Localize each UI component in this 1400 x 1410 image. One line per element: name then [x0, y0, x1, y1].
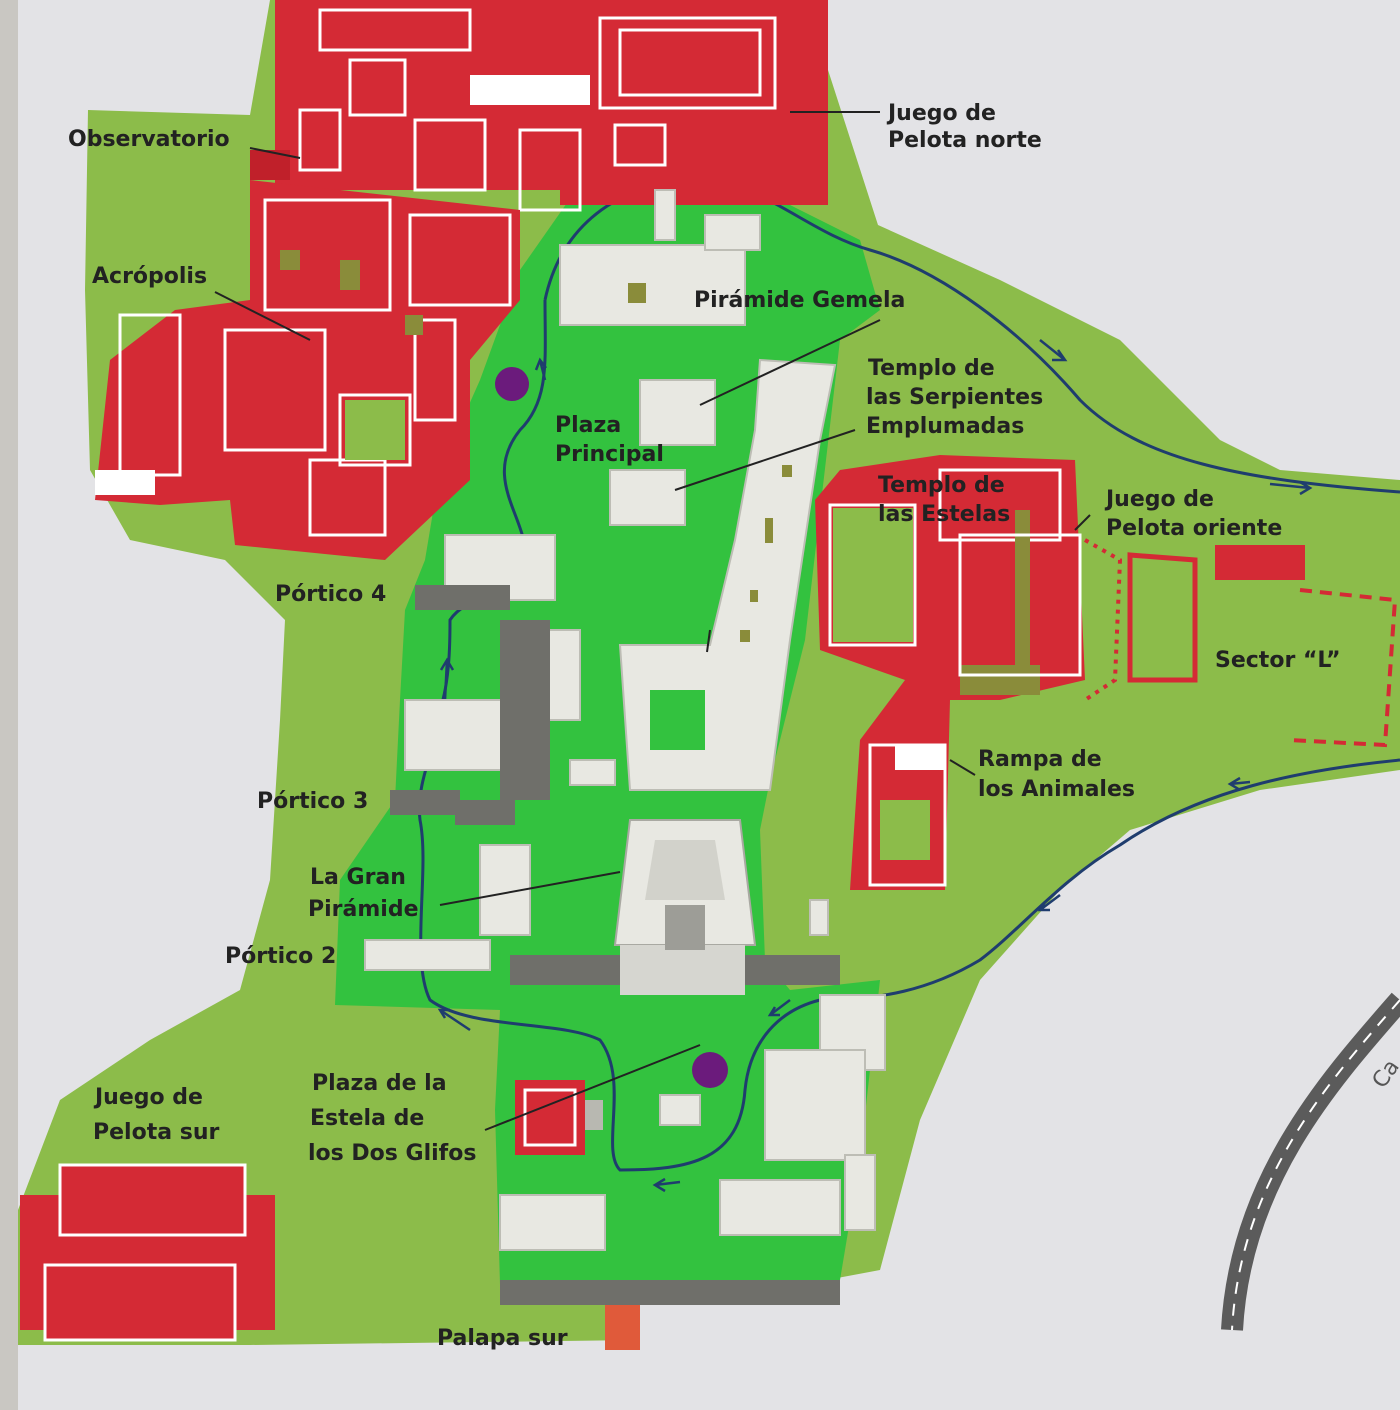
east-red-complex [815, 455, 1398, 890]
central-core-bright-green [335, 165, 880, 1285]
label-plaza-estela-1: Plaza de la [312, 1071, 447, 1096]
label-rampa-animales-1: Rampa de [978, 747, 1102, 772]
label-juego-pelota-oriente-1: Juego de [1104, 487, 1214, 512]
label-acropolis: Acrópolis [92, 264, 207, 289]
label-plaza-principal-1: Plaza [555, 413, 621, 438]
left-edge-shadow [0, 0, 18, 1410]
label-plaza-estela-3: los Dos Glifos [308, 1141, 476, 1166]
acropolis-red-complex [95, 180, 520, 560]
north-red-complex [250, 0, 828, 212]
plaza-principal-marker [495, 367, 529, 401]
label-leaders [214, 111, 1091, 1131]
label-juego-pelota-sur-2: Pelota sur [93, 1120, 219, 1145]
label-templo-serpientes-1: Templo de [868, 356, 995, 381]
label-juego-pelota-oriente-2: Pelota oriente [1106, 516, 1282, 541]
plaza-estela-marker [692, 1052, 728, 1088]
label-palapa-sur: Palapa sur [437, 1326, 568, 1351]
road-center-line [1231, 999, 1400, 1331]
label-juego-pelota-norte-1: Juego de [886, 101, 996, 126]
label-sector-l: Sector “L” [1215, 648, 1341, 673]
label-piramide-gemela: Pirámide Gemela [694, 288, 905, 313]
label-rampa-animales-2: los Animales [978, 777, 1135, 802]
south-plaza-structures [499, 994, 886, 1350]
label-templo-estelas-1: Templo de [878, 473, 1005, 498]
label-observatorio: Observatorio [68, 127, 230, 152]
label-plaza-estela-2: Estela de [310, 1106, 424, 1131]
gran-piramide-structure [613, 819, 757, 995]
label-templo-estelas-2: las Estelas [878, 502, 1010, 527]
label-portico-3: Pórtico 3 [257, 789, 368, 814]
label-templo-serpientes-3: Emplumadas [866, 414, 1024, 439]
label-plaza-principal-2: Principal [555, 442, 664, 467]
route-direction-arrows [437, 164, 1313, 1193]
label-templo-serpientes-2: las Serpientes [866, 385, 1043, 410]
label-juego-pelota-sur-1: Juego de [93, 1085, 203, 1110]
label-gran-piramide-2: Pirámide [308, 897, 419, 922]
label-portico-4: Pórtico 4 [275, 582, 386, 607]
juego-pelota-sur-structure [20, 1163, 275, 1342]
palapa-sur-structure [605, 1305, 640, 1350]
label-juego-pelota-norte-2: Pelota norte [888, 128, 1042, 153]
label-portico-2: Pórtico 2 [225, 944, 336, 969]
label-gran-piramide-1: La Gran [310, 865, 406, 890]
